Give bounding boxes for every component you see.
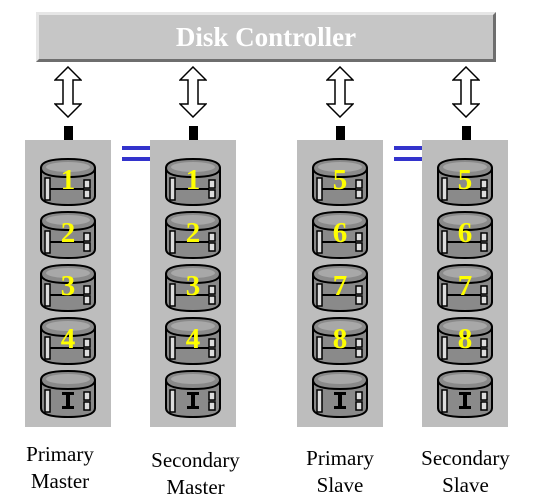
disk-controller-label: Disk Controller	[175, 21, 357, 52]
disk-column-secondary-master: 1 2 3 4	[150, 140, 236, 427]
disk-number: 5	[457, 164, 473, 196]
disk-number: 2	[60, 217, 76, 249]
cable-connector	[189, 126, 198, 148]
column-label-secondary-slave: Secondary Slave	[403, 445, 528, 499]
double-arrow-icon	[326, 66, 354, 118]
disk-number: 7	[332, 270, 348, 302]
disk-column-secondary-slave: 5 6 7 8	[422, 140, 508, 427]
disk-column-primary-master: 1 2 3 4	[25, 140, 111, 427]
column-label-secondary-master: Secondary Master	[133, 447, 258, 501]
disk-number: 5	[332, 164, 348, 196]
disk-drive-icon	[165, 370, 221, 418]
disk-column-primary-slave: 5 6 7 8	[297, 140, 383, 427]
disk-number: 2	[185, 217, 201, 249]
disk-number: 3	[185, 270, 201, 302]
disk-drive-icon	[40, 370, 96, 418]
double-arrow-icon	[179, 66, 207, 118]
label-line: Master	[30, 469, 90, 493]
disk-number: 7	[457, 270, 473, 302]
mirror-equal-icon	[122, 146, 158, 161]
disk-number: 4	[60, 323, 76, 355]
label-line: Master	[166, 475, 225, 499]
label-line: Secondary	[421, 446, 510, 470]
label-line: Secondary	[151, 448, 240, 472]
cable-connector	[64, 126, 73, 148]
disk-number: 3	[60, 270, 76, 302]
disk-number: 8	[332, 323, 348, 355]
cable-connector	[336, 126, 345, 148]
disk-number: 6	[457, 217, 473, 249]
double-arrow-icon	[452, 66, 480, 118]
column-label-primary-master: Primary Master	[5, 441, 115, 495]
disk-drive-icon	[437, 370, 493, 418]
disk-controller: Disk Controller	[36, 12, 496, 62]
disk-number: 1	[60, 164, 76, 196]
disk-number: 6	[332, 217, 348, 249]
label-line: Slave	[316, 473, 364, 497]
disk-number: 1	[185, 164, 201, 196]
mirror-equal-icon	[394, 146, 430, 161]
double-arrow-icon	[54, 66, 82, 118]
disk-drive-icon	[312, 370, 368, 418]
disk-number: 8	[457, 323, 473, 355]
label-line: Primary	[26, 442, 94, 466]
label-line: Primary	[306, 446, 374, 470]
cable-connector	[462, 126, 471, 148]
column-label-primary-slave: Primary Slave	[285, 445, 395, 499]
label-line: Slave	[442, 473, 489, 497]
disk-number: 4	[185, 323, 201, 355]
